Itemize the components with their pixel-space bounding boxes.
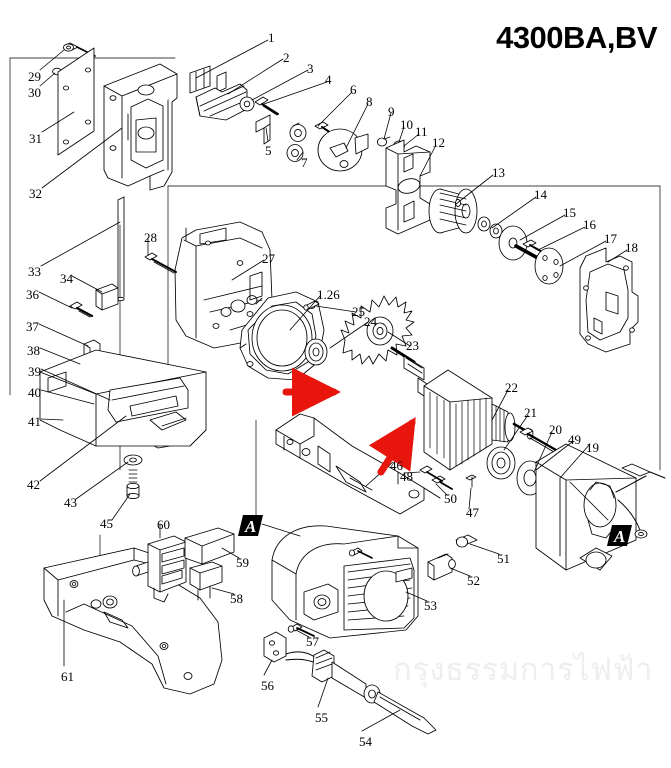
part-callout-1: 1 (268, 30, 275, 45)
part-callout-11: 11 (415, 124, 428, 139)
part-callout-17: 17 (604, 231, 617, 246)
part-callout-31: 31 (29, 131, 42, 146)
part-callout-46: 46 (390, 458, 403, 473)
section-marker-a-right: A (607, 525, 632, 546)
part-callout-12: 12 (432, 135, 445, 150)
part-callout-19: 19 (586, 440, 599, 455)
part-callout-3: 3 (307, 61, 314, 76)
part-callout-23: 23 (406, 338, 419, 353)
section-marker-a-left: A (238, 515, 263, 536)
part-callout-53: 53 (424, 598, 437, 613)
part-callout-54: 54 (359, 734, 372, 749)
part-callout-41: 41 (28, 414, 41, 429)
part-callout-39: 39 (28, 364, 41, 379)
part-callout-15: 15 (563, 205, 576, 220)
part-callout-58: 58 (230, 591, 243, 606)
part-callout-4: 4 (325, 72, 332, 87)
part-callout-9: 9 (388, 104, 395, 119)
part-callout-7: 7 (301, 155, 308, 170)
part-callout-36: 36 (26, 287, 39, 302)
part-callout-49: 49 (568, 432, 581, 447)
part-callout-47: 47 (466, 505, 479, 520)
part-callout-42: 42 (27, 477, 40, 492)
part-callout-27: 27 (262, 251, 275, 266)
part-callout-6: 6 (350, 82, 357, 97)
part-callout-51: 51 (497, 551, 510, 566)
part-callout-29: 29 (28, 69, 41, 84)
part-callout-59: 59 (236, 555, 249, 570)
part-callout-52: 52 (467, 573, 480, 588)
part-callout-1.26: 1.26 (317, 287, 340, 302)
part-callout-30: 30 (28, 85, 41, 100)
part-callout-21: 21 (524, 405, 537, 420)
part-callout-38: 38 (27, 343, 40, 358)
part-callout-13: 13 (492, 165, 505, 180)
part-callout-10: 10 (400, 117, 413, 132)
part-callout-48: 48 (400, 469, 413, 484)
part-callout-43: 43 (64, 495, 77, 510)
part-callout-61: 61 (61, 669, 74, 684)
part-callout-14: 14 (534, 187, 547, 202)
part-callout-34: 34 (60, 271, 73, 286)
part-callout-32: 32 (29, 186, 42, 201)
part-callout-55: 55 (315, 710, 328, 725)
part-callout-57: 57 (306, 634, 319, 649)
part-callout-45: 45 (100, 516, 113, 531)
part-callout-20: 20 (549, 422, 562, 437)
part-callout-33: 33 (28, 264, 41, 279)
svg-text:A: A (613, 527, 625, 546)
part-callout-56: 56 (261, 678, 274, 693)
part-callout-5: 5 (265, 143, 272, 158)
part-callout-2: 2 (283, 50, 290, 65)
part-callout-18: 18 (625, 240, 638, 255)
part-callout-40: 40 (28, 385, 41, 400)
svg-text:A: A (244, 517, 256, 536)
part-callout-60: 60 (157, 517, 170, 532)
highlight-arrows (282, 367, 416, 476)
part-callout-37: 37 (26, 319, 39, 334)
part-callout-28: 28 (144, 230, 157, 245)
model-title: 4300BA,BV (496, 20, 657, 55)
part-callout-8: 8 (366, 94, 373, 109)
part-callout-16: 16 (583, 217, 596, 232)
part-callout-22: 22 (505, 380, 518, 395)
part-callout-25: 25 (352, 304, 365, 319)
part-callout-24: 24 (364, 314, 377, 329)
part-callout-50: 50 (444, 491, 457, 506)
